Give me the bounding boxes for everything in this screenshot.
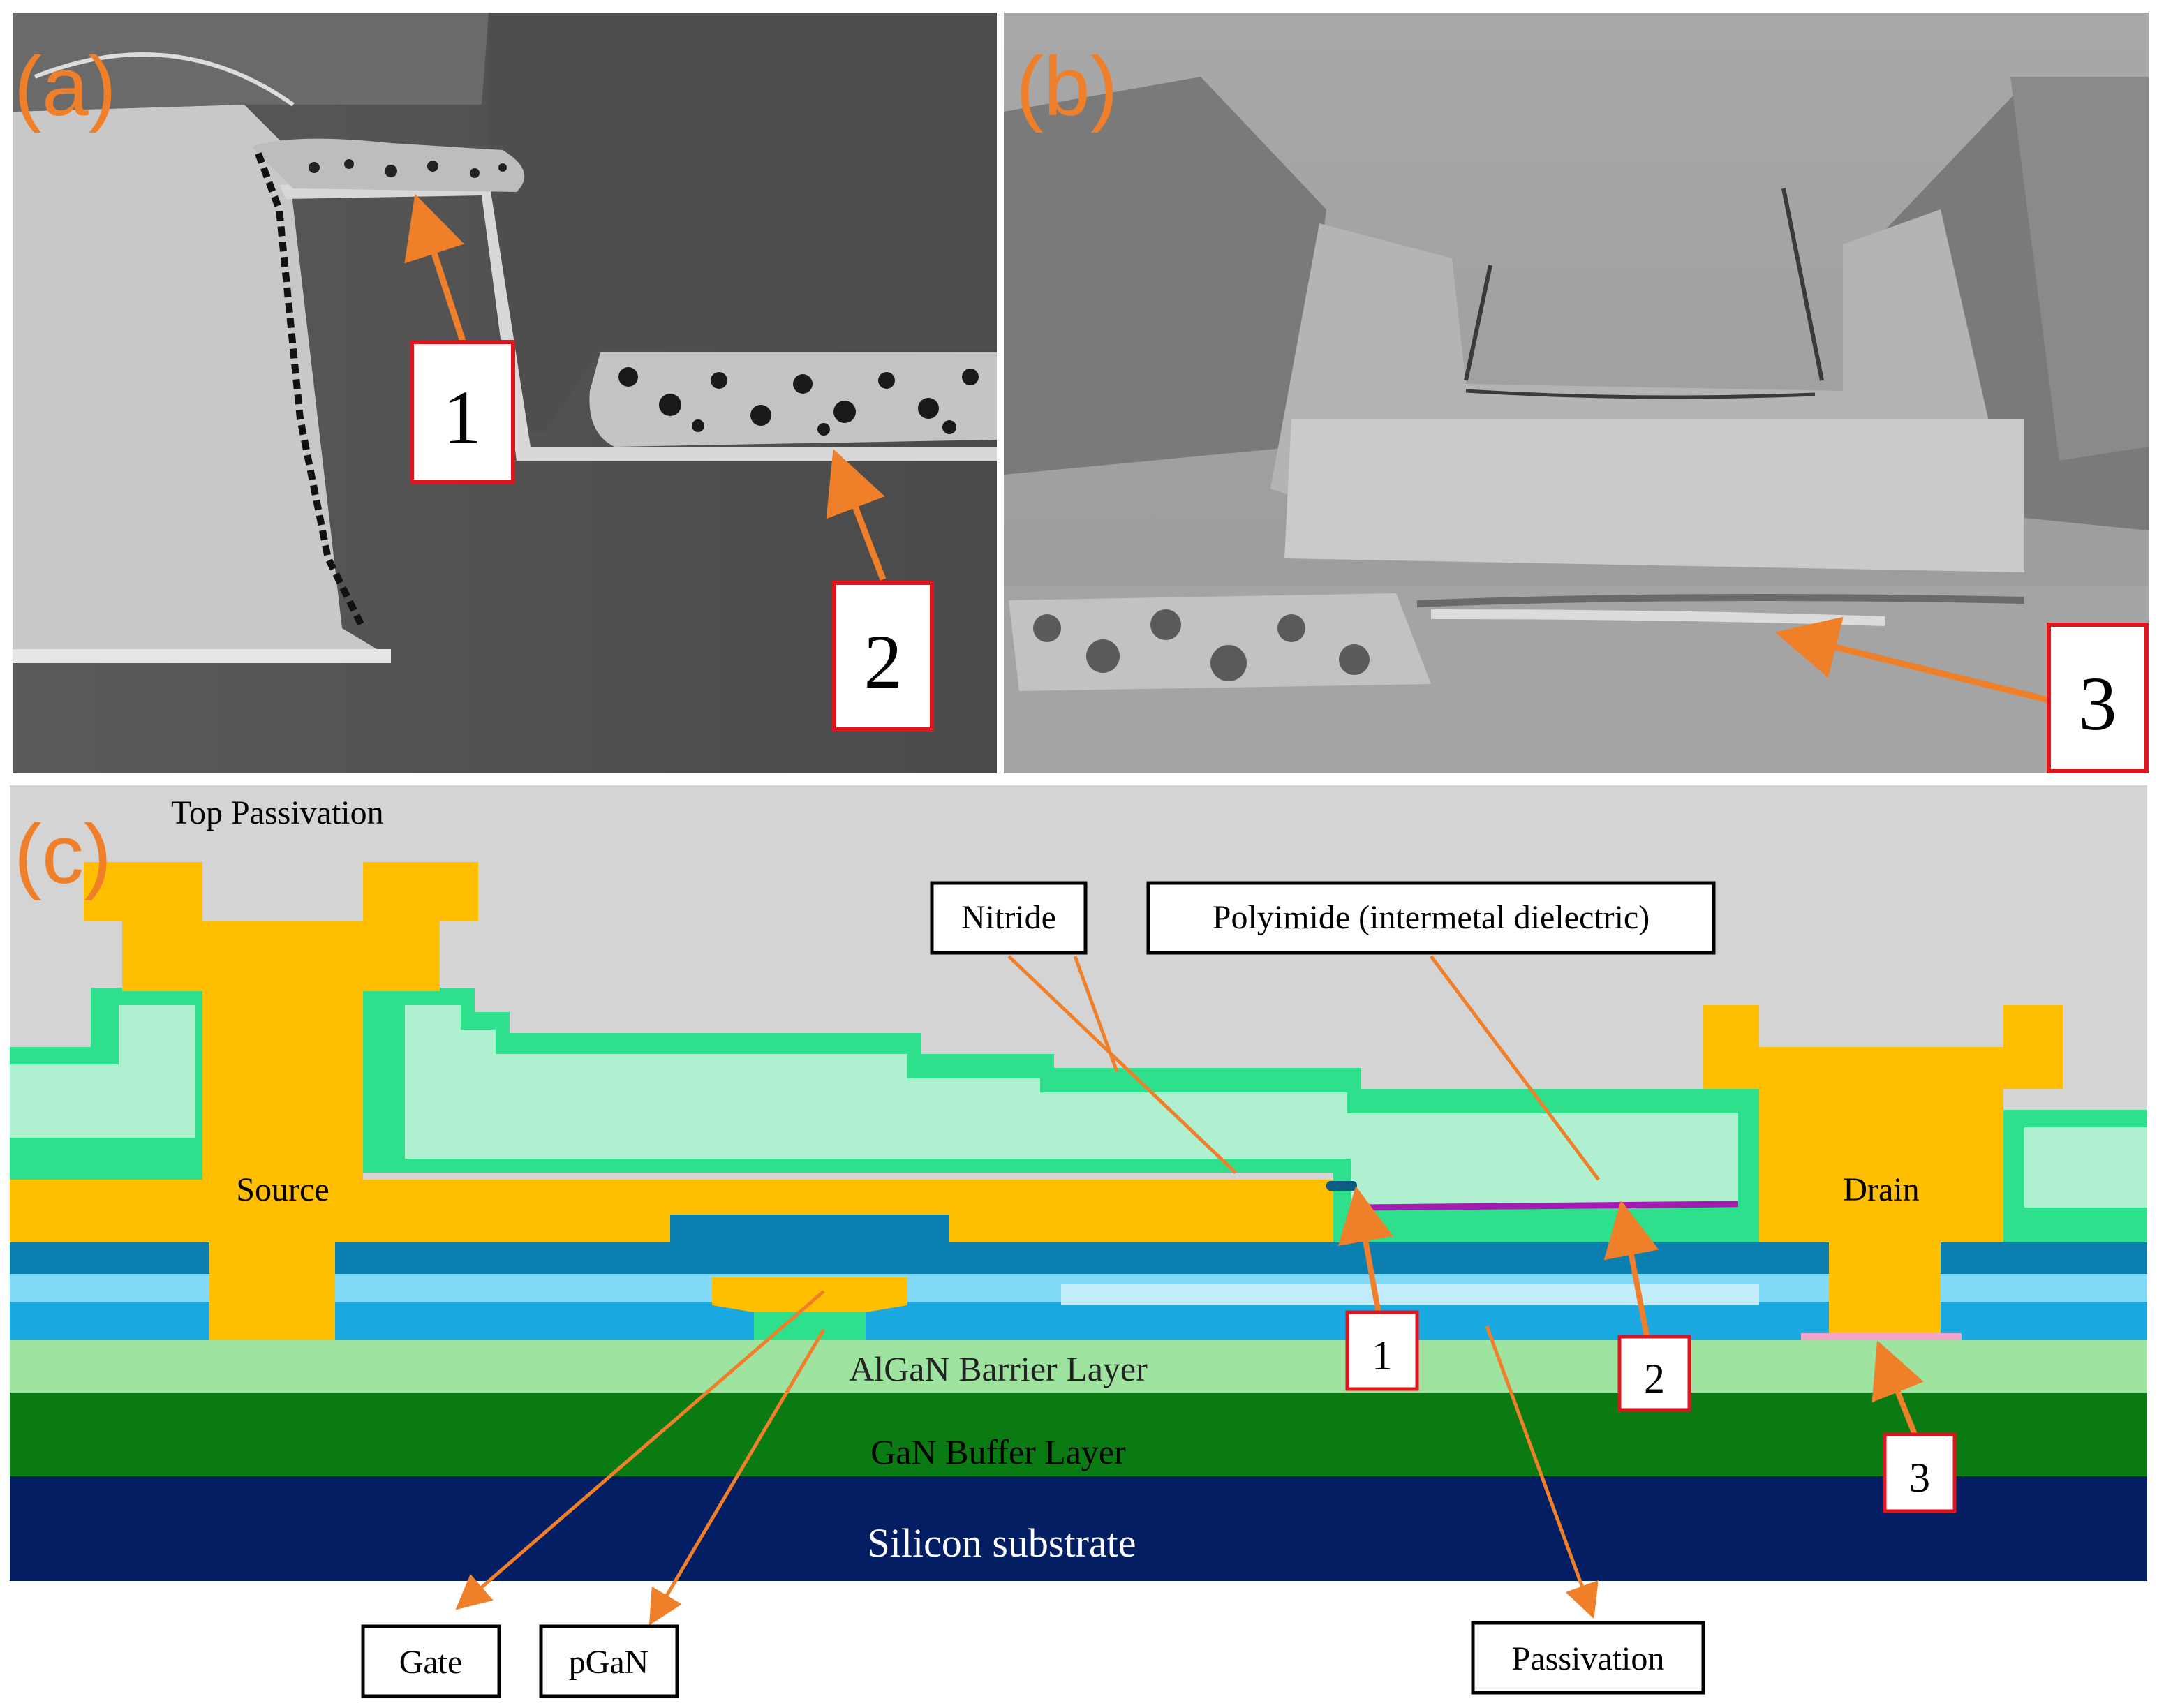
panel-b-arrow-3: [1774, 616, 2050, 704]
polyimide-layer: [405, 1005, 1738, 1208]
polyimide-arrow: [1430, 955, 1600, 1181]
top-passivation-label: Top Passivation: [171, 794, 384, 831]
svg-text:pGaN: pGaN: [569, 1644, 649, 1681]
svg-text:2: 2: [864, 619, 903, 704]
gate-callout: Gate: [361, 1624, 501, 1698]
nitride-callout: Nitride: [930, 881, 1088, 955]
gan-label: GaN Buffer Layer: [870, 1432, 1126, 1471]
panel-c-callout-1: 1: [1345, 1310, 1419, 1391]
panel-c-label: (c): [14, 808, 112, 901]
gate-arrow: [455, 1290, 825, 1610]
svg-text:Polyimide (intermetal dielectr: Polyimide (intermetal dielectric): [1213, 899, 1650, 936]
panel-a-callout-2: 2: [832, 581, 934, 732]
silicon-layer: [10, 1476, 2147, 1581]
algan-label: AlGaN Barrier Layer: [849, 1349, 1148, 1388]
polyimide-callout: Polyimide (intermetal dielectric): [1146, 881, 1716, 955]
panel-c-callout-3: 3: [1883, 1432, 1957, 1513]
svg-text:Passivation: Passivation: [1512, 1640, 1665, 1677]
silicon-label: Silicon substrate: [867, 1520, 1136, 1566]
panel-b-sem-image: [1004, 13, 2149, 773]
nitride-arrow-2: [1073, 956, 1119, 1072]
passivation-mid: [10, 1302, 2147, 1340]
panel-a-arrow-1: [404, 193, 468, 347]
algan-layer: [10, 1340, 2147, 1393]
panel-c-callout-2: 2: [1617, 1335, 1691, 1412]
svg-text:Gate: Gate: [399, 1644, 463, 1681]
pgan-callout: pGaN: [539, 1624, 679, 1698]
pgan-arrow: [648, 1328, 826, 1626]
drain-label: Drain: [1843, 1171, 1919, 1208]
drain-metal: [1703, 1005, 2063, 1340]
panel-c-arrow-2: [1603, 1200, 1659, 1358]
svg-text:1: 1: [443, 375, 482, 460]
nitride-arrow-1: [1007, 955, 1237, 1174]
svg-text:1: 1: [1372, 1332, 1393, 1379]
panel-b-label: (b): [1016, 40, 1118, 133]
panel-a-arrow-2: [826, 449, 887, 581]
passivation-dark: [10, 1242, 2147, 1274]
passivation-callout: Passivation: [1471, 1621, 1705, 1695]
defect-1-marker: [1326, 1181, 1357, 1191]
panel-a-callout-1: 1: [410, 340, 515, 484]
panel-a-sem-image: [13, 13, 997, 773]
gan-layer: [10, 1393, 2147, 1476]
defect-2-marker: [1361, 1201, 1739, 1211]
source-label: Source: [236, 1171, 329, 1208]
svg-text:2: 2: [1644, 1356, 1665, 1402]
svg-text:3: 3: [1909, 1455, 1930, 1501]
svg-text:3: 3: [2079, 661, 2117, 746]
panel-b-callout-3: 3: [2047, 623, 2149, 773]
svg-text:Nitride: Nitride: [961, 899, 1056, 936]
passivation-arrow: [1485, 1325, 1599, 1619]
panel-a-label: (a): [14, 40, 117, 133]
panel-c-arrow-3: [1871, 1340, 1924, 1439]
